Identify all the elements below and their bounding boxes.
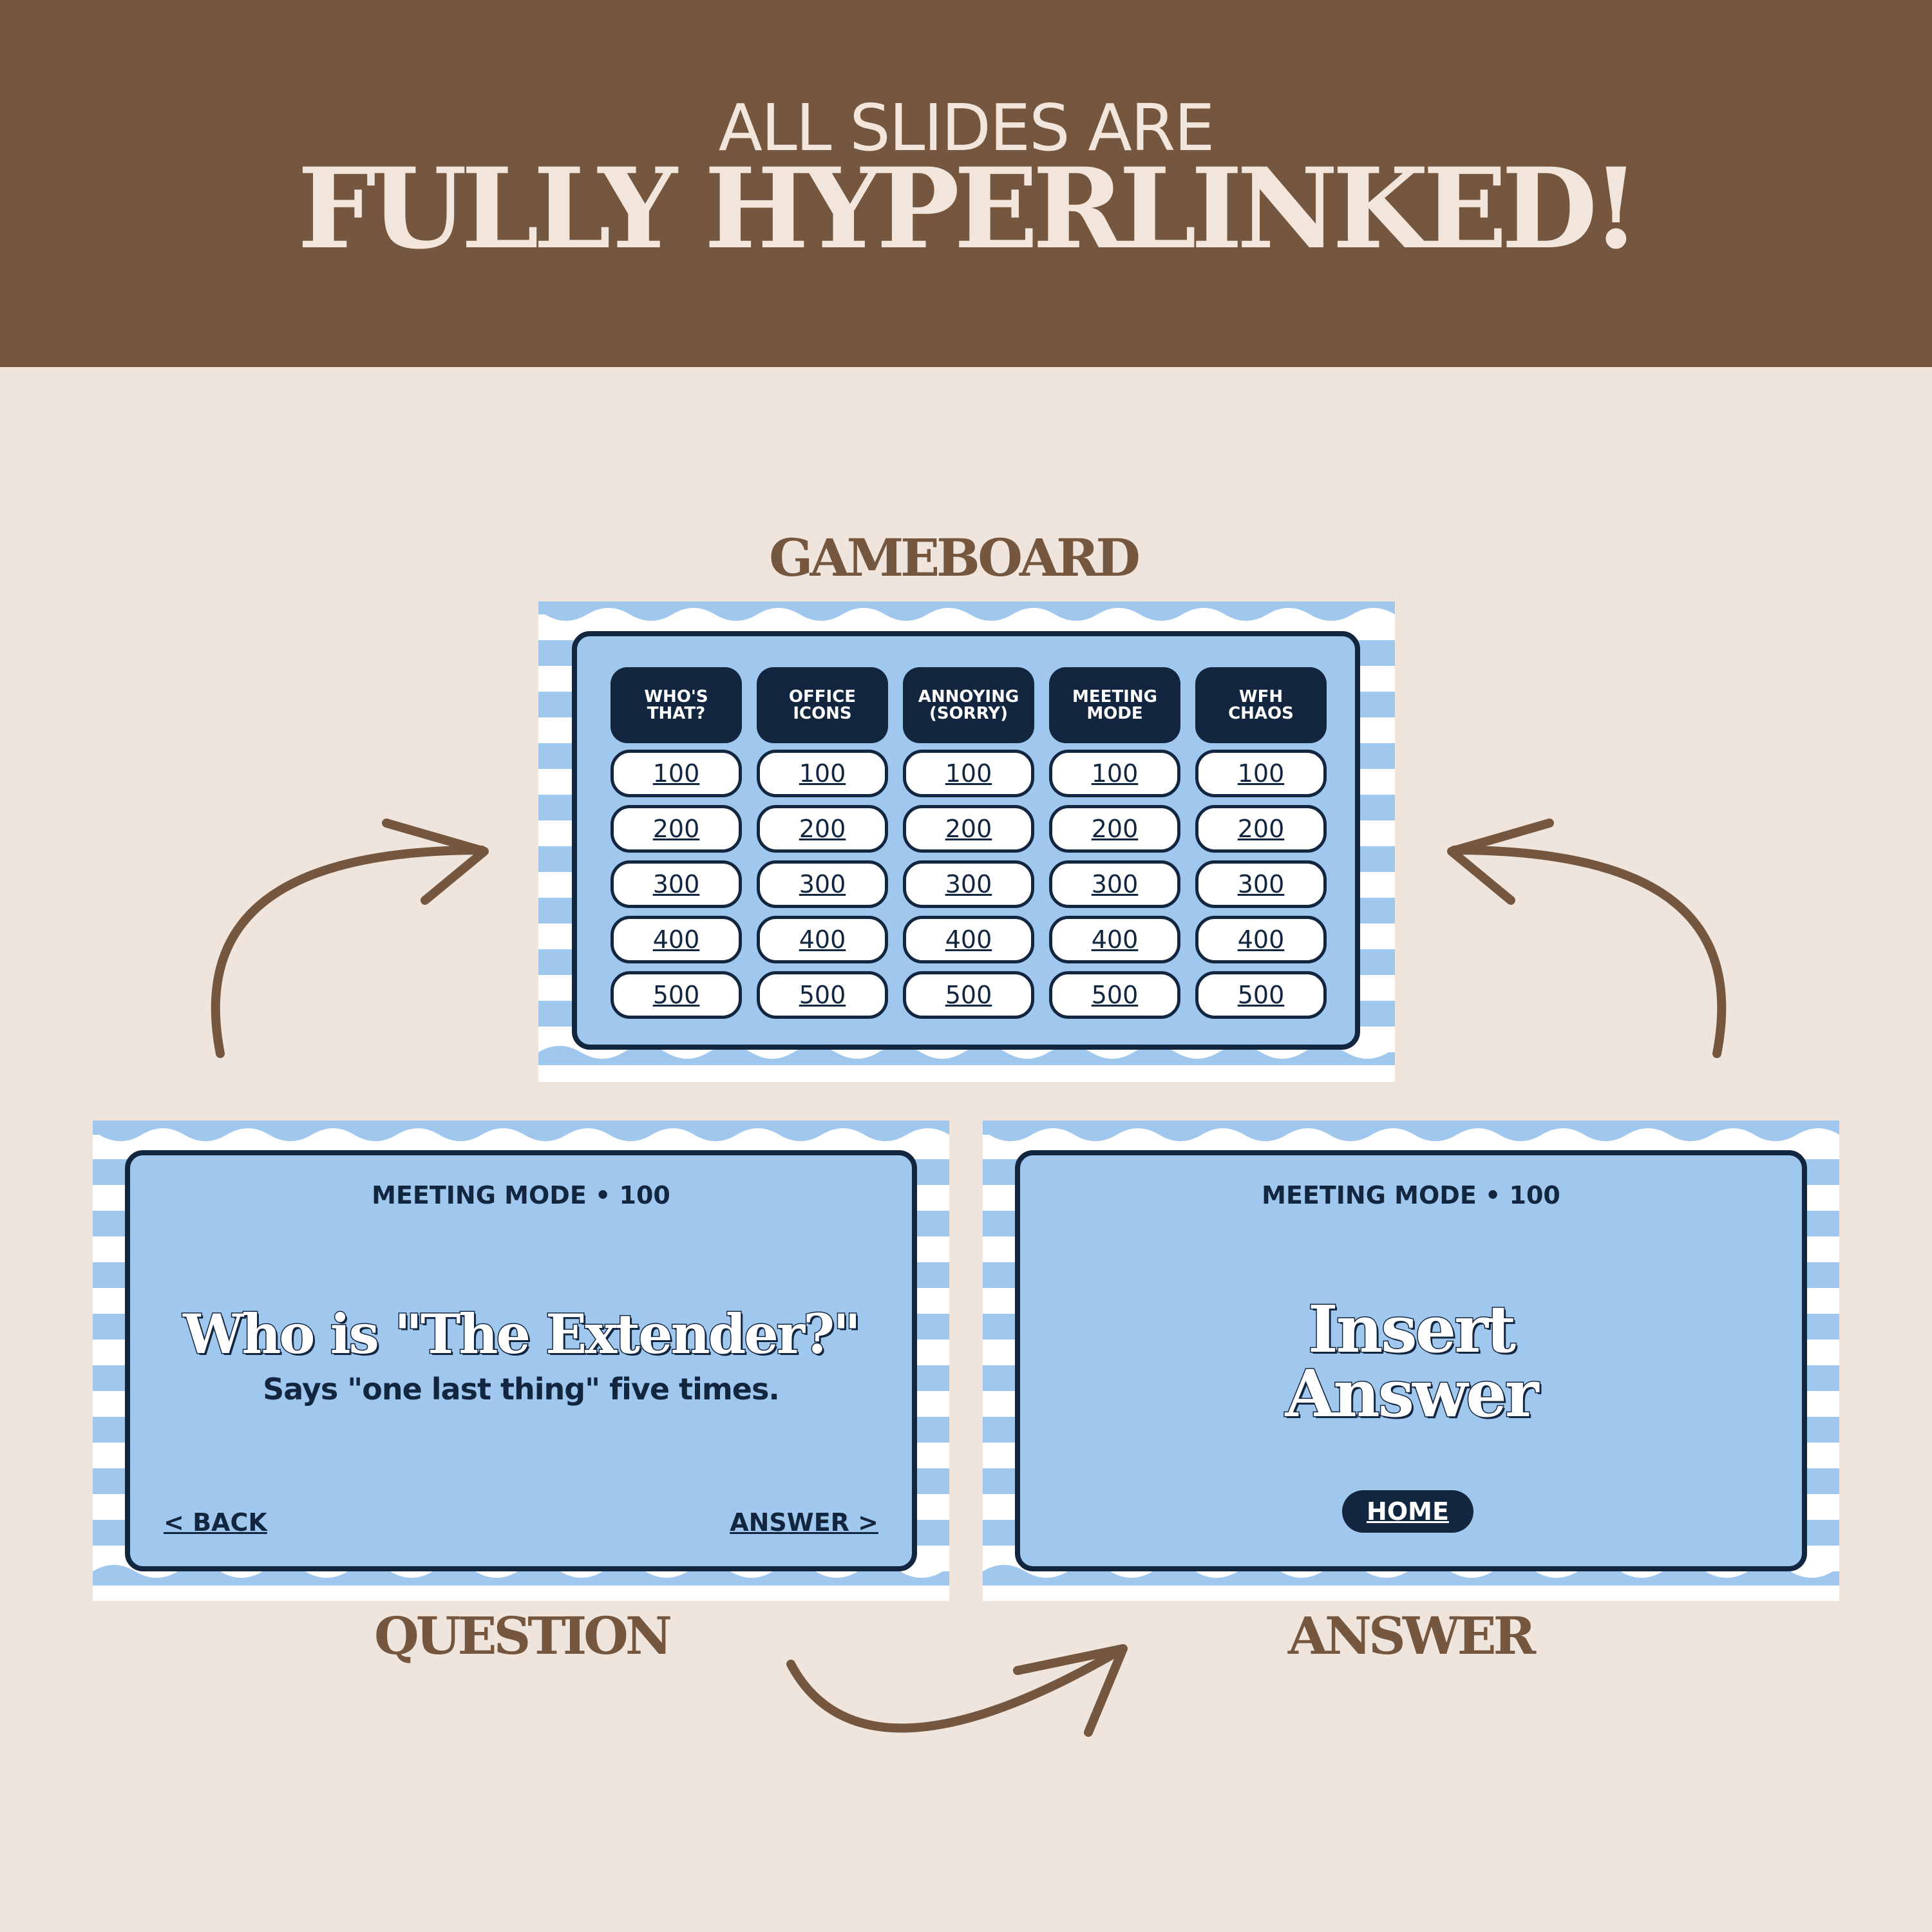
point-link[interactable]: 400: [757, 916, 888, 963]
board-grid: WHO'S THAT? 100 200 300 400 500 OFFICE ICONS 10…: [611, 667, 1327, 1027]
point-link[interactable]: 400: [903, 916, 1034, 963]
question-text: Who is "The Extender?": [182, 1302, 862, 1366]
point-link[interactable]: 400: [1049, 916, 1180, 963]
board-column: OFFICE ICONS 100 200 300 400 500: [757, 667, 888, 1027]
point-link[interactable]: 500: [757, 971, 888, 1019]
question-panel: MEETING MODE • 100 Who is "The Extender?…: [125, 1150, 917, 1571]
point-link[interactable]: 100: [903, 750, 1034, 797]
point-link[interactable]: 300: [757, 860, 888, 908]
point-link[interactable]: 500: [611, 971, 742, 1019]
category-header: MEETING MODE: [1049, 667, 1180, 743]
back-link[interactable]: < BACK: [164, 1508, 267, 1537]
point-link[interactable]: 400: [1195, 916, 1327, 963]
point-link[interactable]: 100: [1195, 750, 1327, 797]
point-link[interactable]: 400: [611, 916, 742, 963]
point-link[interactable]: 300: [903, 860, 1034, 908]
gameboard-panel: WHO'S THAT? 100 200 300 400 500 OFFICE ICONS 10…: [572, 631, 1360, 1050]
answer-panel: MEETING MODE • 100 Insert Answer HOME: [1015, 1150, 1807, 1571]
board-column: MEETING MODE 100 200 300 400 500: [1049, 667, 1180, 1027]
gameboard-slide: WHO'S THAT? 100 200 300 400 500 OFFICE ICONS 10…: [538, 601, 1395, 1082]
gameboard-label: GAMEBOARD: [769, 527, 1141, 588]
category-header: WFH CHAOS: [1195, 667, 1327, 743]
header-banner: [0, 0, 1932, 367]
board-column: ANNOYING (SORRY) 100 200 300 400 500: [903, 667, 1034, 1027]
board-column: WFH CHAOS 100 200 300 400 500: [1195, 667, 1327, 1027]
question-slide: MEETING MODE • 100 Who is "The Extender?…: [93, 1121, 949, 1601]
point-link[interactable]: 200: [757, 805, 888, 853]
point-link[interactable]: 200: [1195, 805, 1327, 853]
point-link[interactable]: 300: [1049, 860, 1180, 908]
arrow-right-up-icon: [1447, 819, 1727, 1058]
answer-text: Insert Answer: [1020, 1291, 1802, 1432]
point-link[interactable]: 200: [903, 805, 1034, 853]
category-header: OFFICE ICONS: [757, 667, 888, 743]
header-subtitle: ALL SLIDES ARE: [718, 90, 1215, 166]
answer-line-1: Insert: [1307, 1291, 1517, 1367]
point-link[interactable]: 200: [1049, 805, 1180, 853]
board-column: WHO'S THAT? 100 200 300 400 500: [611, 667, 742, 1027]
point-link[interactable]: 100: [757, 750, 888, 797]
header-title: FULLY HYPERLINKED!: [297, 143, 1640, 274]
point-link[interactable]: 500: [1195, 971, 1327, 1019]
answer-slide: MEETING MODE • 100 Insert Answer HOME: [983, 1121, 1839, 1601]
answer-link[interactable]: ANSWER >: [730, 1508, 878, 1537]
arrow-bottom-right-icon: [786, 1644, 1128, 1737]
question-hint: Says "one last thing" five times.: [263, 1372, 780, 1406]
point-link[interactable]: 300: [611, 860, 742, 908]
point-link[interactable]: 500: [903, 971, 1034, 1019]
point-link[interactable]: 200: [611, 805, 742, 853]
arrow-left-up-icon: [211, 819, 489, 1058]
point-link[interactable]: 100: [611, 750, 742, 797]
question-label: QUESTION: [374, 1605, 672, 1666]
point-link[interactable]: 300: [1195, 860, 1327, 908]
answer-label: ANSWER: [1287, 1605, 1536, 1666]
category-header: ANNOYING (SORRY): [903, 667, 1034, 743]
answer-line-2: Answer: [1284, 1356, 1540, 1432]
answer-slide-title: MEETING MODE • 100: [1262, 1181, 1560, 1209]
question-slide-title: MEETING MODE • 100: [372, 1181, 670, 1209]
point-link[interactable]: 100: [1049, 750, 1180, 797]
point-link[interactable]: 500: [1049, 971, 1180, 1019]
category-header: WHO'S THAT?: [611, 667, 742, 743]
home-button[interactable]: HOME: [1342, 1490, 1473, 1533]
